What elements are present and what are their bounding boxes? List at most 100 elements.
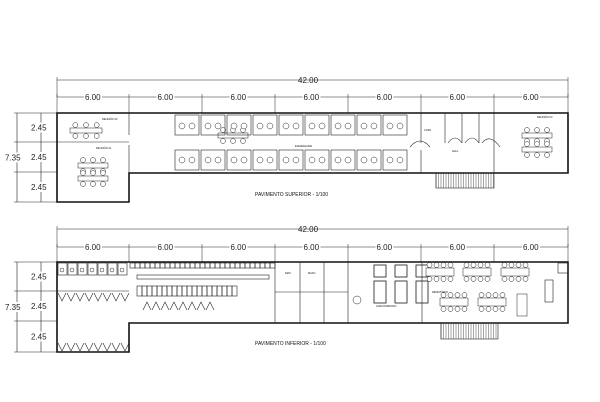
office-chair — [308, 122, 316, 130]
storage-rack — [373, 280, 387, 304]
chair — [524, 141, 530, 147]
storage-rack — [373, 280, 387, 304]
lower-room-label-male: MASC. — [308, 271, 316, 275]
height-part-label: 2.45 — [31, 333, 47, 342]
workstation — [304, 114, 330, 136]
chair — [426, 262, 433, 268]
workstation — [330, 149, 356, 171]
storage-rack — [415, 280, 429, 304]
upper-plan-title: PAVIMENTO SUPERIOR - 1/100 — [255, 192, 328, 198]
chair — [501, 262, 508, 268]
shelf-unit — [161, 285, 168, 297]
label-mask — [302, 93, 321, 101]
shelf-unit — [149, 262, 156, 269]
chair — [80, 170, 86, 176]
workstation — [278, 149, 304, 171]
toilet — [59, 267, 65, 273]
chair — [72, 122, 79, 128]
chair — [461, 306, 468, 312]
office-chair — [386, 156, 394, 164]
shelf-unit — [231, 285, 238, 297]
chair — [463, 276, 470, 282]
label-mask — [30, 271, 52, 282]
height-total-label: 7.35 — [5, 154, 21, 163]
chair — [220, 127, 226, 133]
label-mask — [156, 93, 175, 101]
workstation — [330, 114, 356, 136]
office-chair — [214, 156, 222, 164]
office-chair — [344, 122, 352, 130]
locker-bench — [151, 301, 161, 311]
office-chair — [178, 122, 186, 130]
label-mask — [522, 93, 540, 101]
table — [477, 297, 507, 307]
label-mask — [30, 182, 52, 192]
storage-rack — [394, 280, 408, 304]
lower-stairs — [440, 322, 499, 340]
chair — [534, 152, 540, 158]
office-chair — [308, 156, 316, 164]
chair — [240, 138, 246, 144]
locker-bench — [66, 292, 76, 302]
bay-dimension-label: 6.00 — [304, 93, 320, 102]
chair — [447, 276, 454, 282]
storage-rack — [373, 264, 387, 278]
shelf-unit — [254, 262, 261, 269]
lower-interior-walls — [57, 262, 569, 323]
table — [217, 132, 249, 139]
shelf-unit — [159, 262, 166, 269]
office-chair — [256, 156, 264, 164]
office-chair — [334, 156, 342, 164]
storage-rack — [373, 264, 387, 278]
workstation — [226, 149, 252, 171]
label-mask — [84, 93, 102, 101]
locker-bench — [178, 301, 188, 311]
shelf-unit — [156, 285, 163, 297]
chair — [524, 127, 530, 133]
shelf-unit — [224, 262, 231, 269]
bay-dimension-label: 6.00 — [377, 93, 393, 102]
locker-bench — [66, 342, 76, 352]
shelf-unit — [179, 262, 186, 269]
locker-bench — [120, 292, 130, 302]
label-mask — [2, 152, 32, 163]
chair — [508, 276, 515, 282]
bay-dimension-label: 6.00 — [523, 243, 539, 252]
upper-furniture — [69, 114, 553, 187]
label-mask — [375, 243, 394, 251]
locker-bench — [57, 342, 67, 352]
stair-outline — [435, 172, 495, 189]
label-mask — [84, 243, 102, 251]
height-part-label: 2.45 — [31, 153, 47, 162]
locker-bench — [102, 292, 112, 302]
table — [77, 162, 109, 169]
locker-bench — [75, 342, 85, 352]
shelf-unit — [204, 262, 211, 269]
label-mask — [30, 331, 52, 342]
shelf-unit — [264, 262, 271, 269]
office-chair — [240, 156, 248, 164]
toilet-stall — [87, 262, 98, 276]
office-chair — [282, 156, 290, 164]
toilet-stall — [67, 262, 78, 276]
chair — [524, 152, 530, 158]
office-chair — [370, 156, 378, 164]
chair — [544, 152, 550, 158]
chair — [454, 306, 461, 312]
shelf-unit — [151, 285, 158, 297]
office-chair — [214, 122, 222, 130]
toilet — [89, 267, 95, 273]
locker-bench — [84, 342, 94, 352]
toilet — [99, 267, 105, 273]
bay-dimension-label: 6.00 — [85, 243, 101, 252]
chair — [484, 276, 491, 282]
shelf-unit — [201, 285, 208, 297]
chair — [80, 157, 86, 163]
chair — [440, 276, 447, 282]
workstation — [382, 114, 408, 136]
shelf-unit — [134, 262, 141, 269]
office-chair — [240, 122, 248, 130]
shelf-unit — [191, 285, 198, 297]
